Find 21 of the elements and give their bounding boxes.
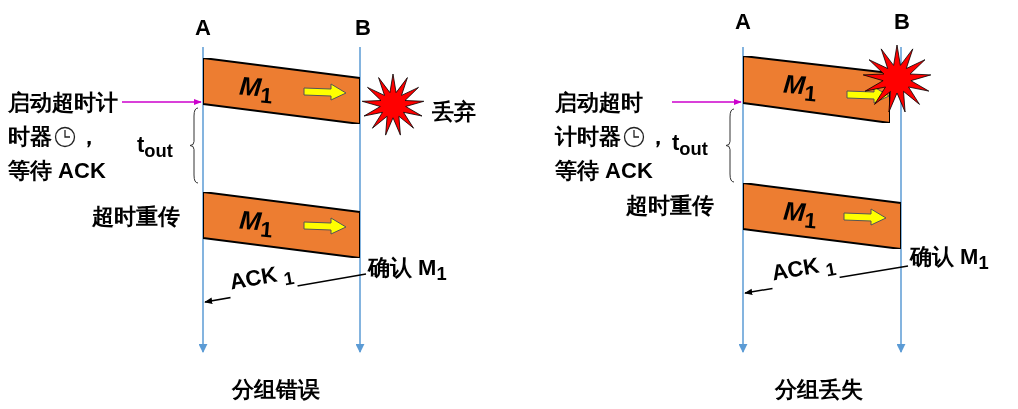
arrow bbox=[121, 98, 202, 106]
note-text: 超时重传 bbox=[626, 192, 714, 220]
lifeline-label: B bbox=[355, 14, 371, 42]
packet-box: M$_{1}$ bbox=[743, 183, 901, 249]
caption: 分组错误 bbox=[232, 376, 320, 404]
arrow bbox=[671, 98, 742, 106]
timeout-label: t$_{out}$ bbox=[672, 129, 708, 162]
caption: 分组丢失 bbox=[775, 376, 863, 404]
note-text: 确认 M$_{1}$ bbox=[368, 251, 447, 292]
lifeline-label: A bbox=[195, 14, 211, 42]
packet-box: M$_{1}$ bbox=[203, 192, 360, 258]
lifeline-label: A bbox=[735, 8, 751, 36]
packet-box: M$_{1}$ bbox=[203, 58, 360, 124]
note-text: 超时重传 bbox=[92, 203, 180, 231]
note-text: 启动超时 计时器 ，等待 ACK bbox=[555, 86, 670, 188]
packet-box: M$_{1}$ bbox=[743, 56, 890, 123]
note-text: 丢弃 bbox=[432, 98, 476, 126]
timeout-label: t$_{out}$ bbox=[137, 131, 173, 164]
note-text: 启动超时计时器 ，等待 ACK bbox=[8, 86, 120, 188]
lifeline-label: B bbox=[894, 8, 910, 36]
note-text: 确认 M$_{1}$ bbox=[910, 240, 989, 281]
